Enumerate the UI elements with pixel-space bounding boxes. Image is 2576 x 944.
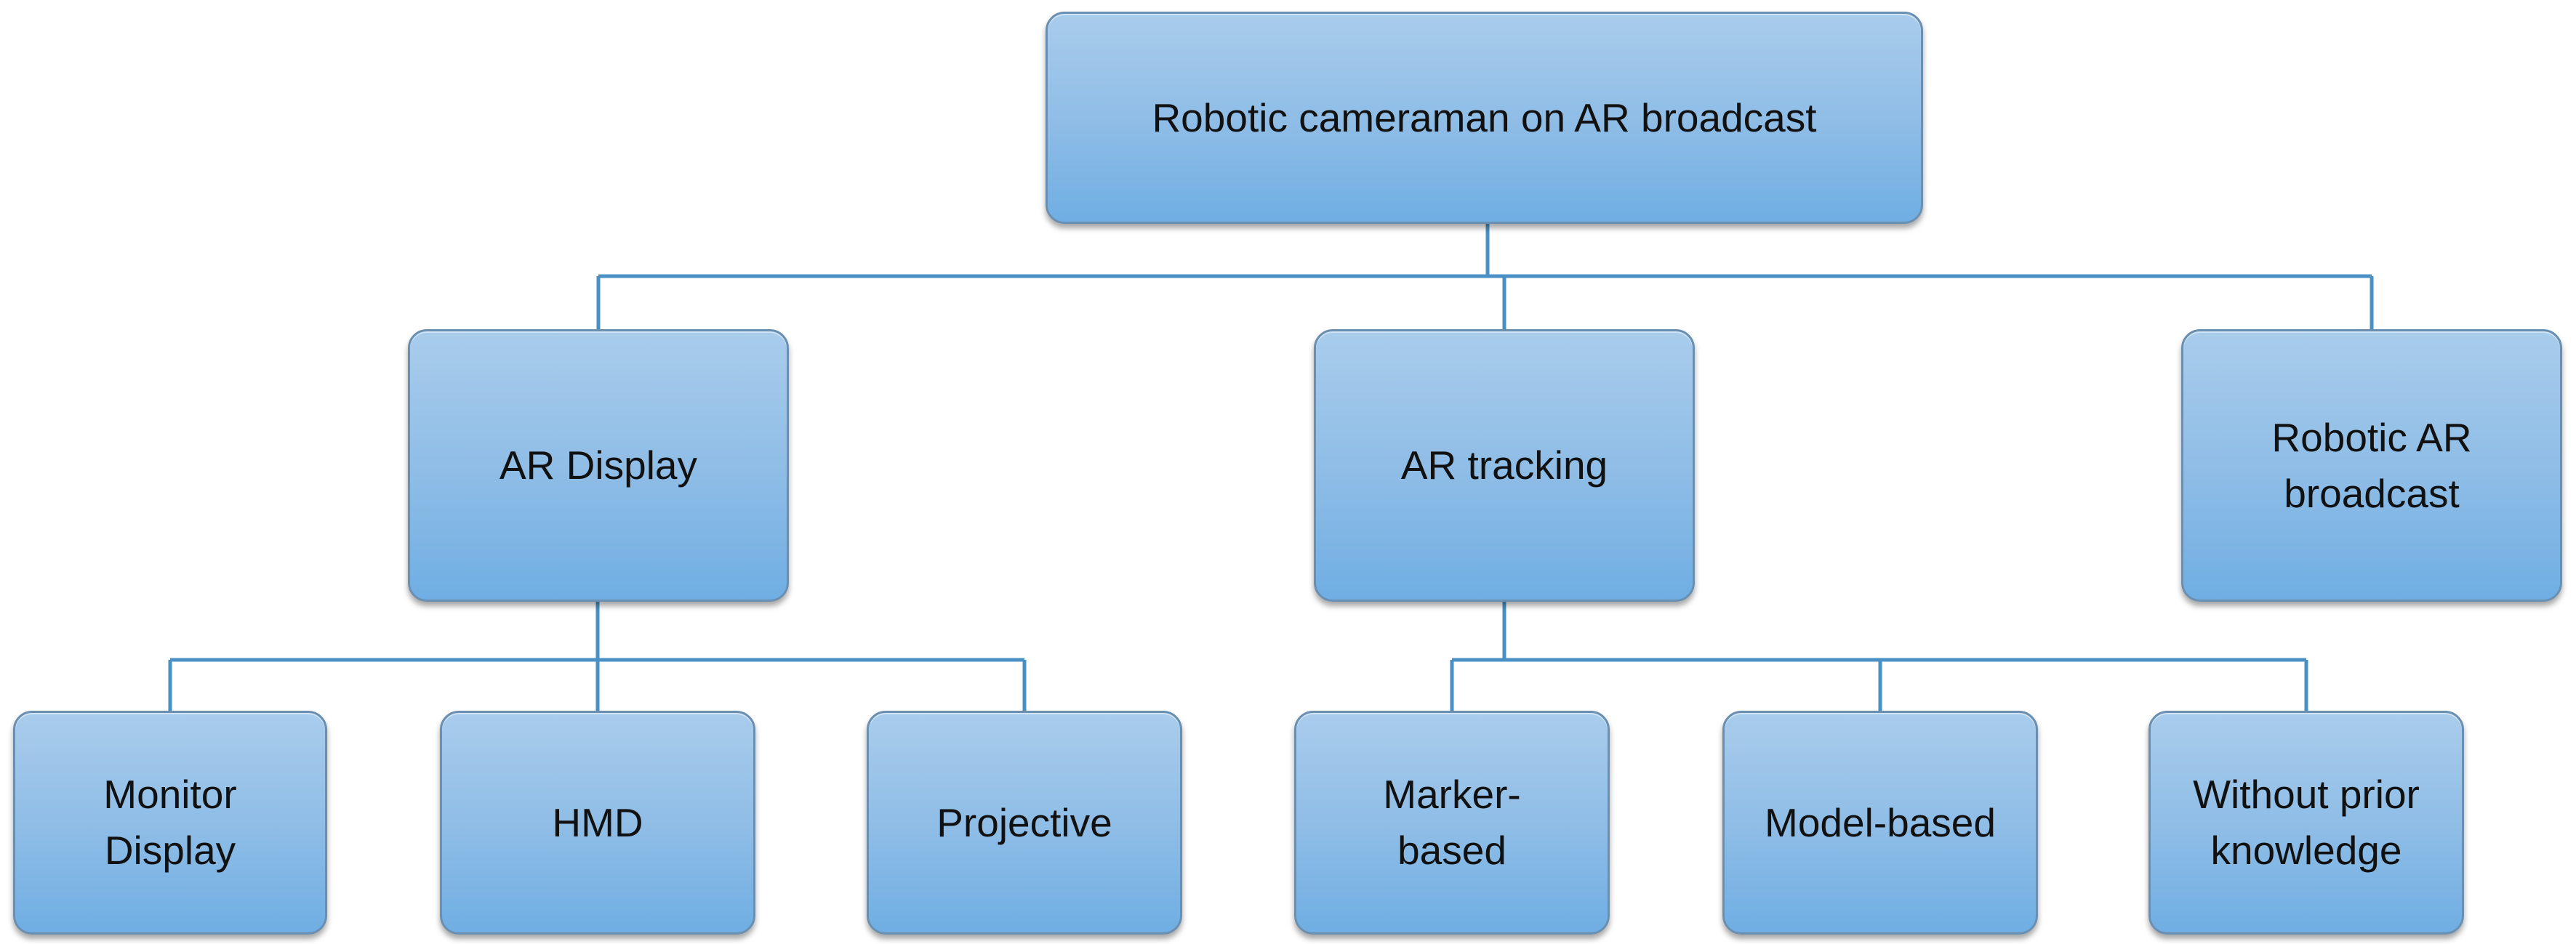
node-projective: Projective <box>867 711 1182 935</box>
node-robotic-cameraman-on-ar-broadcast: Robotic cameraman on AR broadcast <box>1046 12 1923 224</box>
node-model-based: Model-based <box>1722 711 2038 935</box>
node-label-line2: broadcast <box>2284 470 2460 516</box>
node-label-line2: based <box>1397 828 1506 873</box>
node-label-line1: Without prior <box>2193 772 2420 817</box>
node-label: AR tracking <box>1400 443 1608 488</box>
node-label: HMD <box>552 799 643 845</box>
node-label-line1: Robotic AR <box>2271 414 2472 460</box>
node-label: AR Display <box>499 443 698 488</box>
node-label-line1: Marker- <box>1383 772 1521 817</box>
node-ar-display: AR Display <box>408 329 789 602</box>
node-robotic-ar-broadcast: Robotic AR broadcast <box>2181 329 2562 602</box>
node-ar-tracking: AR tracking <box>1314 329 1695 602</box>
node-label: Robotic cameraman on AR broadcast <box>1152 94 1817 140</box>
node-without-prior-knowledge: Without prior knowledge <box>2148 711 2464 935</box>
node-monitor-display: Monitor Display <box>13 711 327 935</box>
node-label-line2: Display <box>104 828 236 873</box>
node-label: Projective <box>936 799 1112 845</box>
node-label: Model-based <box>1765 799 1996 845</box>
node-label-line2: knowledge <box>2210 828 2402 873</box>
node-hmd: HMD <box>440 711 755 935</box>
node-label-line1: Monitor <box>103 772 237 817</box>
node-marker-based: Marker- based <box>1294 711 1610 935</box>
